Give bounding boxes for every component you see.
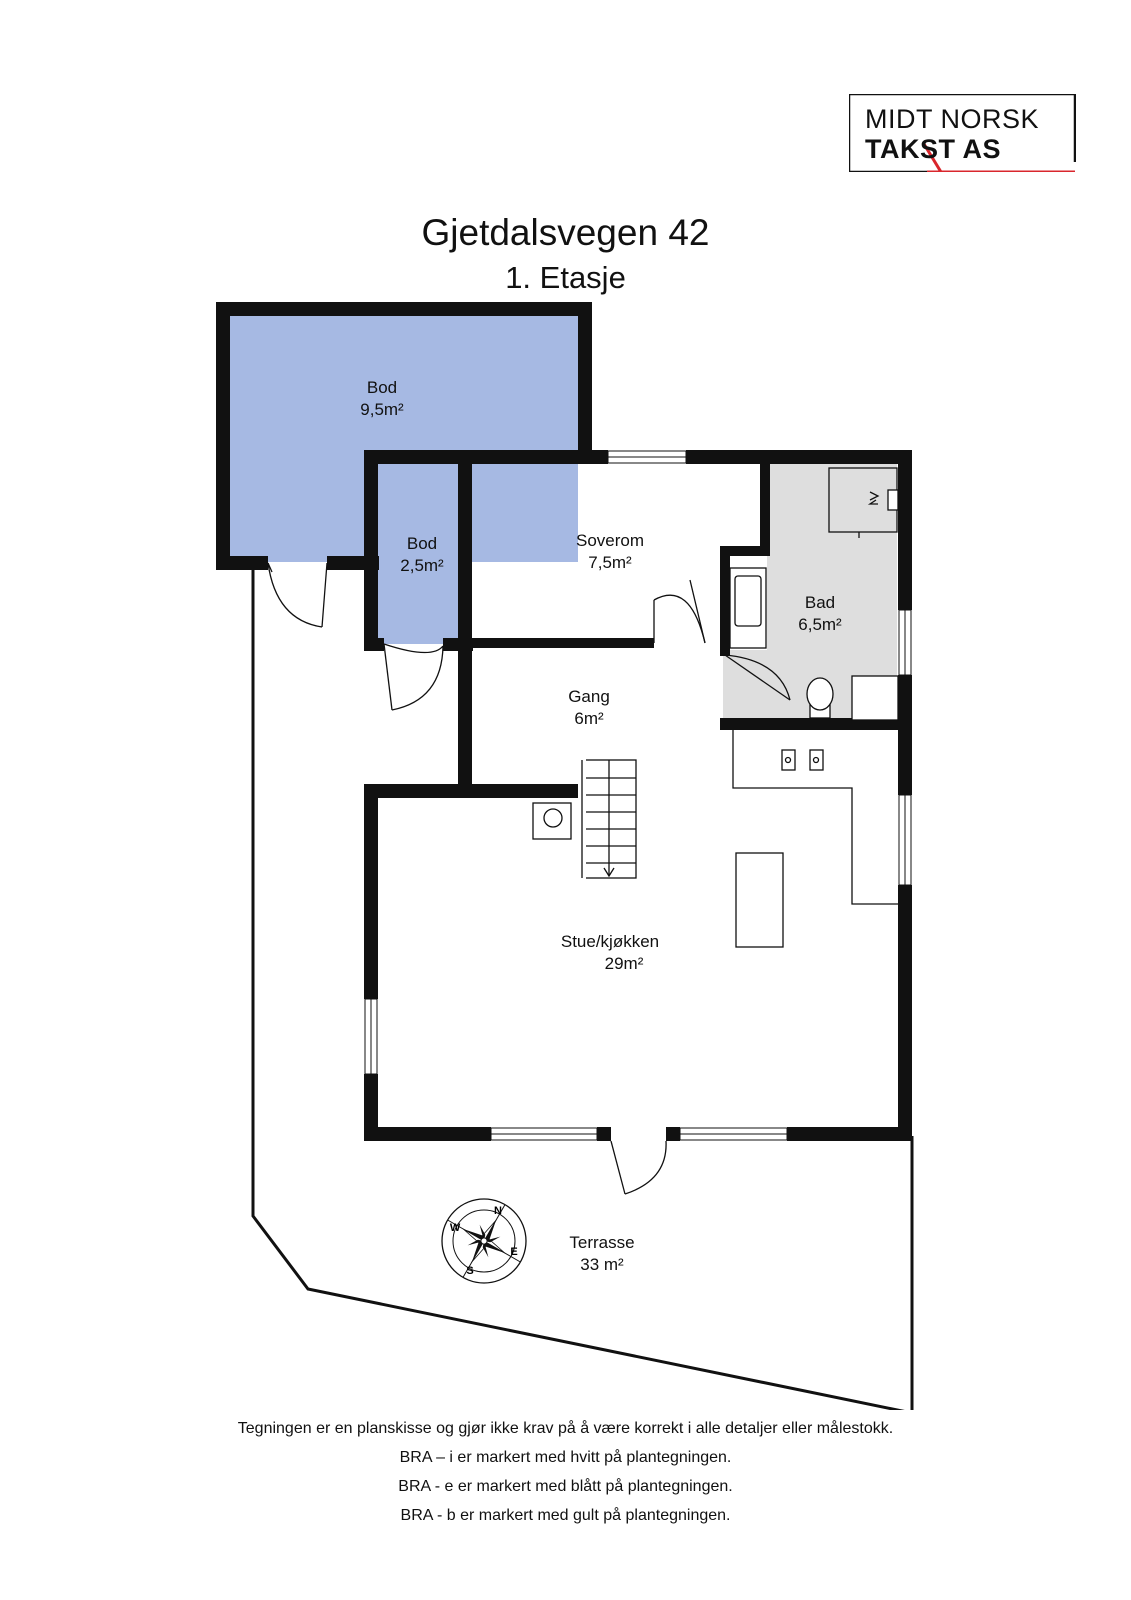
room-area-bad: 6,5m² xyxy=(798,615,842,634)
bad-fill xyxy=(723,464,897,722)
terrace-outline xyxy=(251,564,914,1410)
compass-e: E xyxy=(510,1246,517,1258)
kitchen-island xyxy=(735,852,784,948)
room-area-bod-large: 9,5m² xyxy=(360,400,404,419)
room-name-bad: Bad xyxy=(805,593,835,612)
logo-text-bottom: TAKST AS xyxy=(865,134,1001,164)
disclaimer-line: BRA - b er markert med gult på plantegni… xyxy=(400,1507,731,1524)
doors xyxy=(267,562,791,1195)
room-area-gang: 6m² xyxy=(574,709,604,728)
windows xyxy=(364,450,912,1141)
room-area-terrasse: 33 m² xyxy=(580,1255,624,1274)
stove xyxy=(532,802,572,840)
disclaimer: Tegningen er en planskisse og gjør ikke … xyxy=(0,1414,1131,1530)
plan-title: Gjetdalsvegen 42 xyxy=(421,212,710,253)
room-name-terrasse: Terrasse xyxy=(569,1233,634,1252)
company-logo: MIDT NORSK TAKST AS xyxy=(849,94,1076,172)
logo-text-top: MIDT NORSK xyxy=(865,104,1040,134)
room-name-bod-small: Bod xyxy=(407,534,437,553)
room-name-gang: Gang xyxy=(568,687,610,706)
room-area-soverom: 7,5m² xyxy=(588,553,632,572)
compass-s: S xyxy=(466,1265,473,1277)
room-area-stue: 29m² xyxy=(605,954,644,973)
plan-subtitle: 1. Etasje xyxy=(505,260,626,295)
room-area-bod-small: 2,5m² xyxy=(400,556,444,575)
compass-n: N xyxy=(494,1205,502,1217)
room-name-bod-large: Bod xyxy=(367,378,397,397)
stairs xyxy=(581,759,637,879)
kitchen xyxy=(732,730,898,948)
compass-rose: N E S W xyxy=(441,1198,527,1284)
room-name-soverom: Soverom xyxy=(576,531,644,550)
disclaimer-line: BRA – i er markert med hvitt på plantegn… xyxy=(399,1449,732,1466)
washer-space xyxy=(851,675,899,721)
disclaimer-line: BRA - e er markert med blått på plantegn… xyxy=(398,1478,733,1495)
walls xyxy=(216,302,912,1141)
compass-w: W xyxy=(450,1222,461,1234)
floor-plan: N E S W Bod 9,5m² Bod 2,5m² Soverom 7,5m… xyxy=(216,302,914,1410)
logo-frame xyxy=(849,94,1076,172)
bath-fixtures xyxy=(729,467,899,721)
bod-small-fill xyxy=(372,464,458,644)
toilet xyxy=(806,677,834,711)
disclaimer-line: Tegningen er en planskisse og gjør ikke … xyxy=(237,1420,894,1437)
room-name-stue: Stue/kjøkken xyxy=(561,932,659,951)
